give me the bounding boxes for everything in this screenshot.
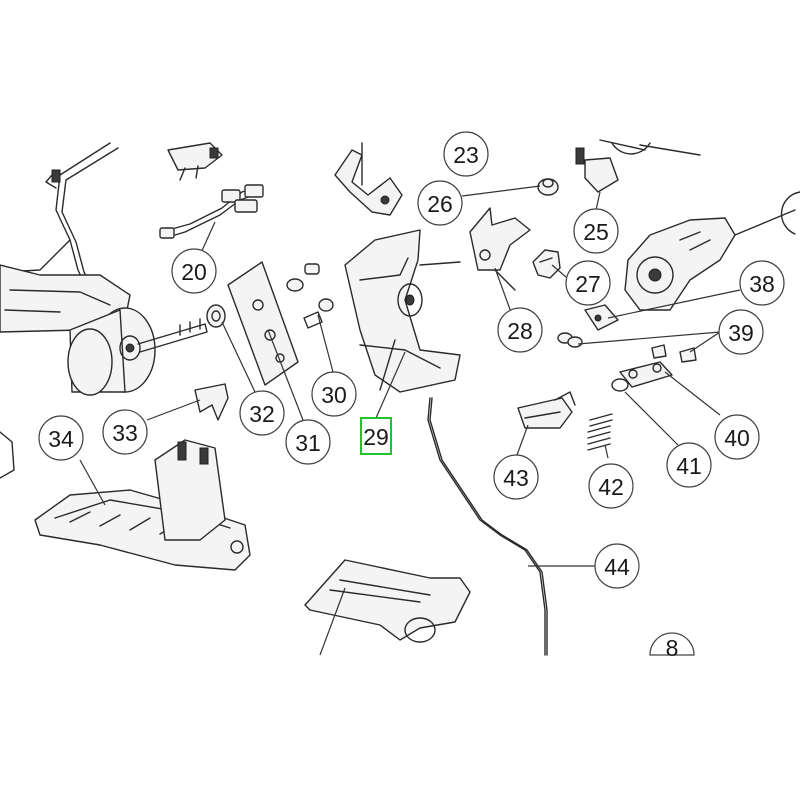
callout-26: 26 xyxy=(417,180,463,226)
clip-part xyxy=(194,383,229,421)
o-ring-part xyxy=(611,378,629,392)
cover-panel-part xyxy=(304,559,471,643)
callout-33: 33 xyxy=(102,409,148,455)
screw-set-part xyxy=(286,263,334,329)
callout-label: 30 xyxy=(321,382,347,408)
motor-housing-part xyxy=(0,264,208,396)
callout-label: 40 xyxy=(724,425,750,451)
callout-label-highlighted: 29 xyxy=(363,424,389,450)
callout-label: 31 xyxy=(295,430,321,456)
highlight-box xyxy=(360,417,392,455)
callout-label: 43 xyxy=(503,465,529,491)
callout-30: 30 xyxy=(311,371,357,417)
mounting-plate-part xyxy=(227,261,299,386)
link-plate-part xyxy=(619,361,673,388)
lever-arm-part xyxy=(334,142,403,216)
offscreen-callout-fragment xyxy=(611,142,800,235)
callout-label: 33 xyxy=(112,420,138,446)
callout-label: 27 xyxy=(575,271,601,297)
base-tray-part xyxy=(34,439,251,571)
edge-fragment-part xyxy=(0,431,15,479)
callout-44: 44 xyxy=(594,543,640,589)
top-switch-part xyxy=(167,142,223,181)
leader-lines xyxy=(79,151,741,656)
callout-39: 39 xyxy=(718,309,764,355)
callout-40: 40 xyxy=(714,414,760,460)
callout-label: 20 xyxy=(181,259,207,285)
bushing-part xyxy=(537,178,559,196)
callout-31: 31 xyxy=(285,419,331,465)
callout-label: 42 xyxy=(598,474,624,500)
callout-27: 27 xyxy=(565,260,611,306)
screw-pins-part xyxy=(651,344,697,363)
callout-38: 38 xyxy=(739,260,785,306)
callout-28: 28 xyxy=(497,307,543,353)
cable-connector-part xyxy=(159,184,264,239)
callout-43: 43 xyxy=(493,454,539,500)
cable-wire-part xyxy=(427,397,548,656)
fork-part xyxy=(469,207,531,291)
callout-25: 25 xyxy=(573,208,619,254)
callout-label: 26 xyxy=(427,191,453,217)
callout-label: 28 xyxy=(507,318,533,344)
gear-housing-part xyxy=(624,209,796,311)
callout-32: 32 xyxy=(239,390,285,436)
fan-blade-part xyxy=(344,229,461,393)
callout-label: 41 xyxy=(676,453,702,479)
callout-label: 39 xyxy=(728,320,754,346)
washer-part xyxy=(206,304,226,328)
callout-34: 34 xyxy=(38,415,84,461)
callout-label: 44 xyxy=(604,554,630,580)
callout-41: 41 xyxy=(666,442,712,488)
callout-42: 42 xyxy=(588,463,634,509)
callout-8: 8 xyxy=(649,632,695,661)
callout-label: 23 xyxy=(453,142,479,168)
knob-part xyxy=(517,391,576,429)
callout-29-highlighted[interactable]: 29 xyxy=(360,417,392,455)
small-bracket-part xyxy=(557,304,619,348)
callout-label: 38 xyxy=(749,271,775,297)
callout-23: 23 xyxy=(443,131,489,177)
callout-label: 34 xyxy=(48,426,74,452)
callout-label: 32 xyxy=(249,401,275,427)
connector-part xyxy=(575,139,701,193)
callout-label: 8 xyxy=(666,635,679,661)
callout-label: 25 xyxy=(583,219,609,245)
spring-part xyxy=(587,413,613,451)
callout-20: 20 xyxy=(171,248,217,294)
cap-part xyxy=(532,249,561,279)
